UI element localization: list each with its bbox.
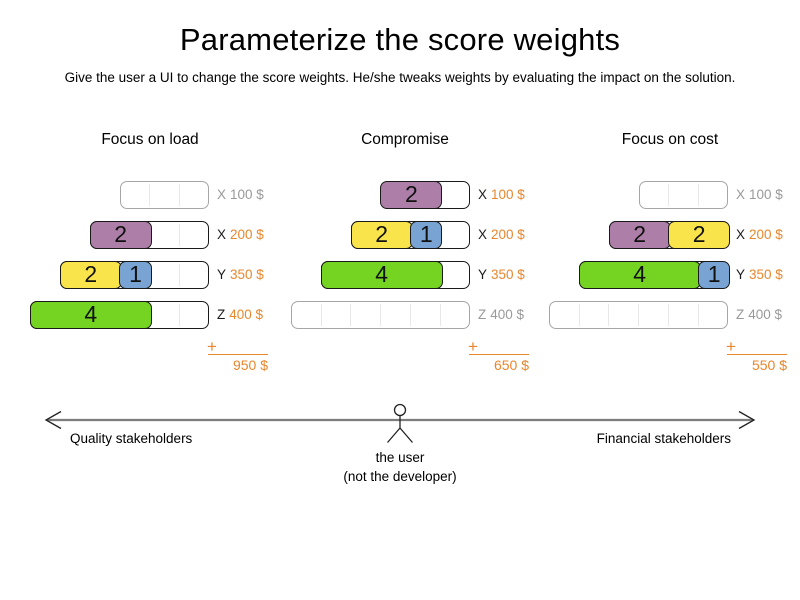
process-block: 2 [350,220,413,249]
machine-letter: Z [217,307,226,322]
process-block: 2 [59,260,122,289]
total-cost: 950 $ [232,357,268,373]
machine-letter: Y [217,267,227,282]
machine-price: 200 $ [749,227,783,242]
process-block: 1 [697,260,731,289]
cell-divider [697,304,699,326]
machine-letter: X [478,227,488,242]
total-cost: 650 $ [493,357,529,373]
arrowhead-left-icon [44,410,62,430]
user-caption-line2: (not the developer) [343,469,457,484]
machine-price: 400 $ [490,307,525,322]
cell-divider [350,304,352,326]
machine-capacity-box [291,301,470,329]
cell-divider [439,304,441,326]
machine-capacity-box: 2 [380,180,470,209]
sum-plus-sign: + [726,337,736,356]
scenario-title: Focus on load [101,131,199,148]
machine-letter: X [478,187,488,202]
machine-price: 100 $ [230,187,264,202]
machine-price: 200 $ [230,227,264,242]
cell-divider [178,224,180,246]
process-block: 2 [380,180,443,209]
cell-divider [178,184,180,206]
machine-price: 200 $ [491,227,525,242]
cell-divider [320,304,322,326]
arrowhead-right-icon [738,410,756,430]
machine-capacity-box [549,301,728,329]
page-title: Parameterize the score weights [179,22,621,57]
machine-letter: X [736,187,746,202]
process-block: 2 [89,220,152,249]
machine-letter: X [217,227,227,242]
sum-line [469,353,529,356]
machine-letter: Y [478,267,488,282]
machine-price: 100 $ [749,187,783,202]
machine-letter: Z [478,307,487,322]
process-block: 1 [410,220,443,249]
process-block: 4 [29,300,152,329]
cell-divider [697,184,699,206]
machine-capacity-box: 4 [320,260,470,289]
cell-divider [380,304,382,326]
stick-figure-user-icon [387,403,413,443]
machine-price: 100 $ [491,187,525,202]
machine-letter: X [736,227,746,242]
cell-divider [178,304,180,326]
user-caption-line1: the user [375,450,425,465]
cell-divider [578,304,580,326]
machine-capacity-box [119,181,209,209]
process-block: 1 [119,260,152,289]
scenario-title: Focus on cost [621,131,719,148]
sum-line [208,353,268,356]
cell-divider [668,304,670,326]
process-block: 4 [578,260,701,289]
machine-price: 350 $ [491,267,525,282]
page-subtitle: Give the user a UI to change the score w… [64,70,736,85]
machine-letter: Y [736,267,746,282]
machine-capacity-box: 4 [29,300,209,329]
sum-plus-sign: + [207,337,217,356]
process-block: 4 [320,260,443,289]
cell-divider [410,304,412,326]
process-block: 2 [608,220,671,249]
cell-divider [608,304,610,326]
stakeholder-axis [44,403,756,443]
machine-price: 400 $ [229,307,264,322]
process-block: 2 [668,220,731,249]
machine-letter: Z [736,307,745,322]
cell-divider [178,264,180,286]
machine-price: 350 $ [749,267,783,282]
machine-price: 400 $ [748,307,783,322]
cell-divider [668,184,670,206]
sum-line [727,353,787,356]
financial-stakeholders-label: Financial stakeholders [596,431,731,446]
machine-capacity-box [638,181,728,209]
machine-letter: X [217,187,227,202]
machine-capacity-box: 2 [89,220,209,249]
quality-stakeholders-label: Quality stakeholders [70,431,193,446]
cell-divider [638,304,640,326]
machine-price: 350 $ [230,267,264,282]
scenario-title: Compromise [361,131,449,148]
sum-plus-sign: + [468,337,478,356]
total-cost: 550 $ [751,357,787,373]
cell-divider [149,184,151,206]
